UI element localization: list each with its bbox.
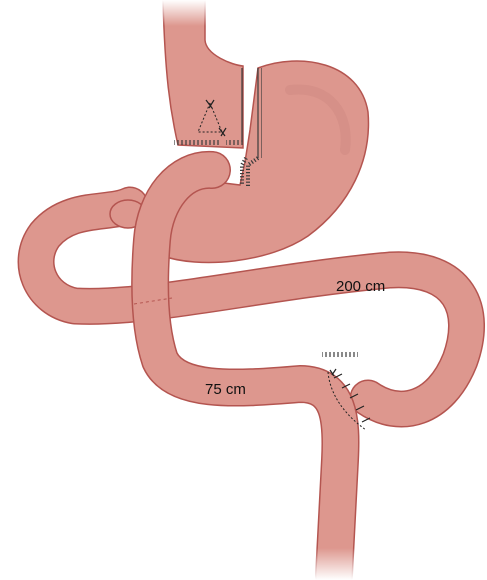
limb-length-label-200: 200 cm [336, 278, 385, 295]
limb-length-label-75: 75 cm [205, 381, 246, 398]
esophagus [150, 0, 243, 148]
